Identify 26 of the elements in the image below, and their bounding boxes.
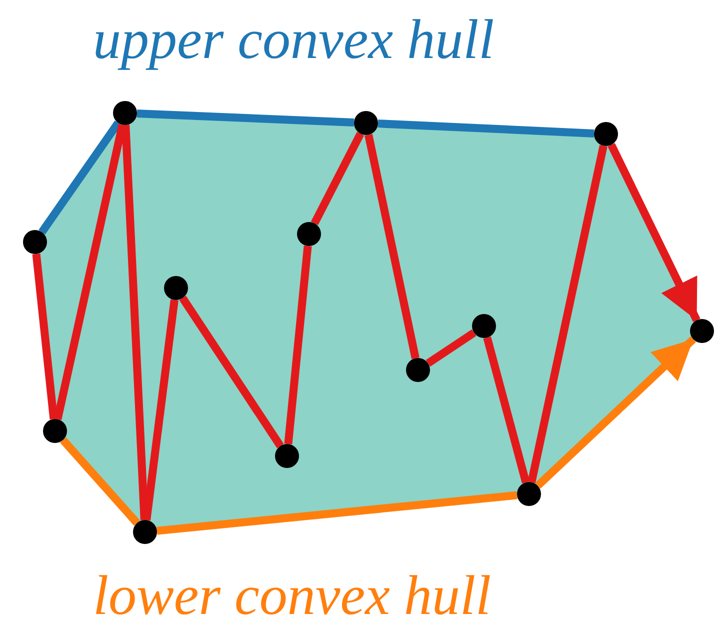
line-segment [378, 120, 594, 138]
line-segment [60, 437, 140, 526]
hull-label: lower convex hull [93, 568, 492, 624]
line-segment [38, 120, 122, 234]
point-marker [517, 482, 541, 506]
line-segment [426, 329, 476, 367]
line-segment [364, 134, 420, 360]
hull-label: upper convex hull [93, 12, 494, 68]
line-segment [156, 491, 518, 535]
arrow [608, 143, 700, 322]
point-marker [133, 520, 157, 544]
point-marker [43, 419, 67, 443]
line-segment [179, 296, 284, 448]
line-segment [136, 110, 354, 126]
point-marker [690, 319, 714, 343]
line-segment [483, 336, 530, 484]
point-marker [594, 122, 618, 146]
line-segment [284, 246, 312, 444]
point-marker [354, 111, 378, 135]
line-segment [310, 132, 364, 226]
line-segment [32, 254, 58, 420]
line-segment [528, 144, 608, 484]
line-segment [122, 124, 148, 520]
point-marker [113, 101, 137, 125]
arrow [535, 336, 696, 489]
point-marker [23, 230, 47, 254]
